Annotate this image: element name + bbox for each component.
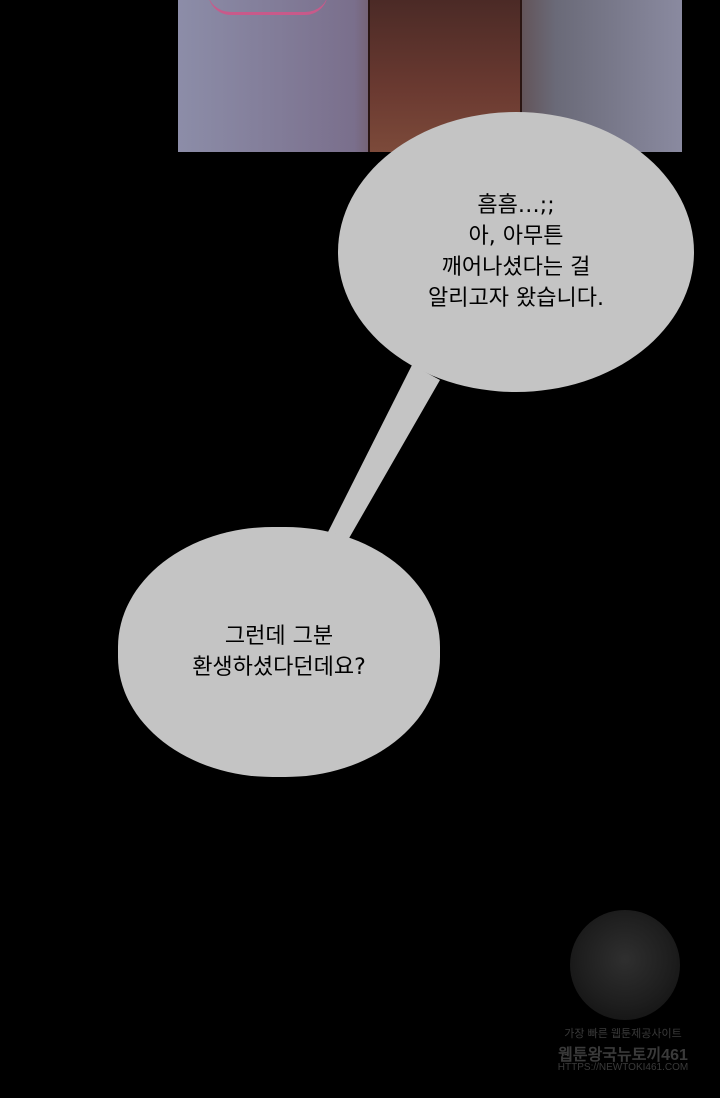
site-watermark: 가장 빠른 웹툰제공사이트 웹툰왕국뉴토끼461 HTTPS://NEWTOKI… (548, 910, 698, 1080)
watermark-brand: 웹툰왕국뉴토끼461 (558, 1047, 688, 1064)
speech-bubble-bottom: 그런데 그분 환생하셨다던데요? (118, 527, 440, 777)
speech-bubble-bottom-text: 그런데 그분 환생하셨다던데요? (192, 624, 366, 680)
panel-accent-line (208, 0, 328, 15)
watermark-url: HTTPS://NEWTOKI461.COM (557, 1062, 689, 1073)
rabbit-mascot-icon (570, 910, 680, 1020)
bubble-connector-tail (328, 365, 440, 540)
speech-bubble-top-text: 흠흠…;; 아, 아무튼 깨어나셨다는 걸 알리고자 왔습니다. (428, 193, 604, 311)
speech-bubble-top: 흠흠…;; 아, 아무튼 깨어나셨다는 걸 알리고자 왔습니다. (338, 112, 694, 392)
watermark-tagline: 가장 빠른 웹툰제공사이트 (564, 1028, 682, 1040)
